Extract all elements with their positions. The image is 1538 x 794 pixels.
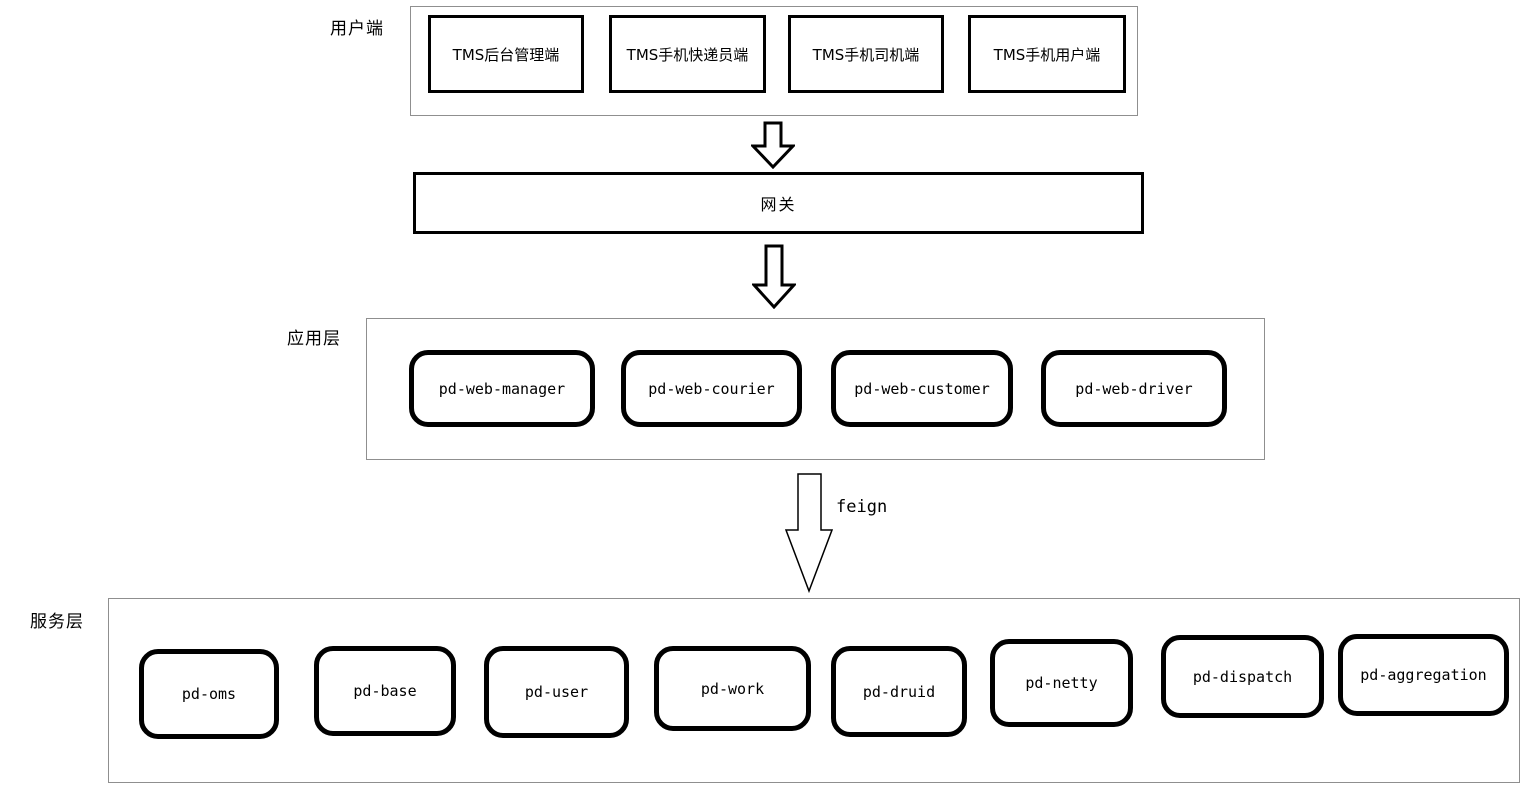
arrow-down-icon [752,244,796,309]
client-box-tms-driver: TMS手机司机端 [788,15,944,93]
service-box-pd-user: pd-user [484,646,629,738]
client-box-tms-user: TMS手机用户端 [968,15,1126,93]
service-box-pd-netty: pd-netty [990,639,1133,727]
service-box-pd-work: pd-work [654,646,811,731]
feign-arrow-icon [785,473,833,593]
app-box-pd-web-driver: pd-web-driver [1041,350,1227,427]
app-box-pd-web-manager: pd-web-manager [409,350,595,427]
service-box-pd-dispatch: pd-dispatch [1161,635,1324,718]
app-box-pd-web-courier: pd-web-courier [621,350,802,427]
service-box-pd-druid: pd-druid [831,646,967,737]
app-box-pd-web-customer: pd-web-customer [831,350,1013,427]
user-layer-label: 用户端 [330,19,384,39]
service-box-pd-aggregation: pd-aggregation [1338,634,1509,716]
client-box-tms-courier: TMS手机快递员端 [609,15,766,93]
service-layer-label: 服务层 [30,612,84,632]
user-layer-container: TMS后台管理端 TMS手机快递员端 TMS手机司机端 TMS手机用户端 [410,6,1138,116]
app-layer-container: pd-web-manager pd-web-courier pd-web-cus… [366,318,1265,460]
service-box-pd-oms: pd-oms [139,649,279,739]
feign-label: feign [836,497,888,517]
service-layer-container: pd-oms pd-base pd-user pd-work pd-druid … [108,598,1520,783]
client-box-tms-admin: TMS后台管理端 [428,15,584,93]
service-box-pd-base: pd-base [314,646,456,736]
gateway-box: 网关 [413,172,1144,234]
app-layer-label: 应用层 [287,329,341,349]
arrow-down-icon [751,121,795,169]
